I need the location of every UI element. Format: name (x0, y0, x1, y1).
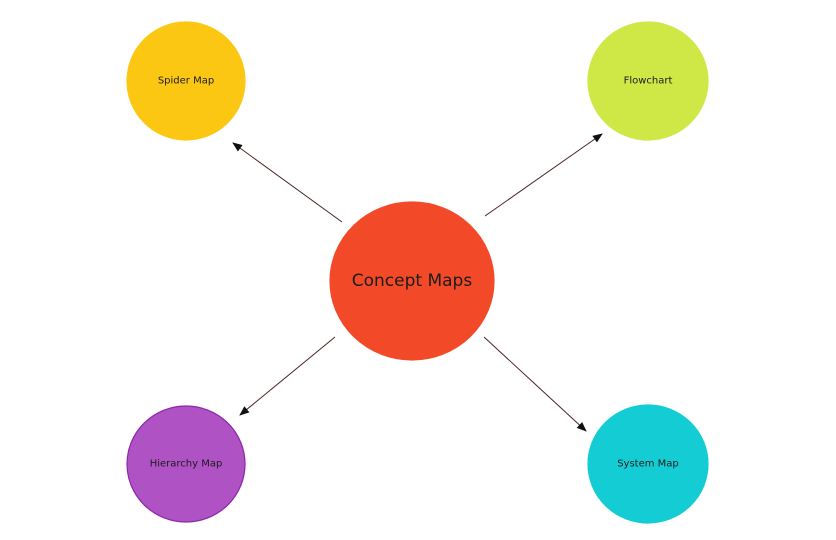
node-system-map[interactable]: System Map (587, 404, 709, 524)
edge-center-to-system (483, 336, 587, 432)
node-spider-map-label: Spider Map (158, 76, 214, 87)
node-flowchart-circle[interactable] (587, 21, 709, 141)
edge-center-to-spider (232, 142, 343, 223)
node-spider-map[interactable]: Spider Map (126, 21, 246, 141)
node-system-map-label: System Map (617, 459, 679, 470)
center-node-label: Concept Maps (352, 271, 473, 291)
node-hierarchy-map-label: Hierarchy Map (150, 459, 223, 470)
connectors (232, 133, 603, 432)
edge-center-to-flowchart (484, 133, 603, 217)
node-spider-map-circle[interactable] (126, 21, 246, 141)
node-flowchart[interactable]: Flowchart (587, 21, 709, 141)
center-node-circle[interactable] (329, 201, 495, 361)
center-node[interactable]: Concept Maps (329, 201, 495, 361)
node-flowchart-label: Flowchart (624, 76, 673, 87)
node-hierarchy-map[interactable]: Hierarchy Map (126, 405, 246, 523)
node-hierarchy-map-circle[interactable] (126, 405, 246, 523)
node-system-map-circle[interactable] (587, 404, 709, 524)
edge-center-to-hierarchy (239, 336, 336, 416)
